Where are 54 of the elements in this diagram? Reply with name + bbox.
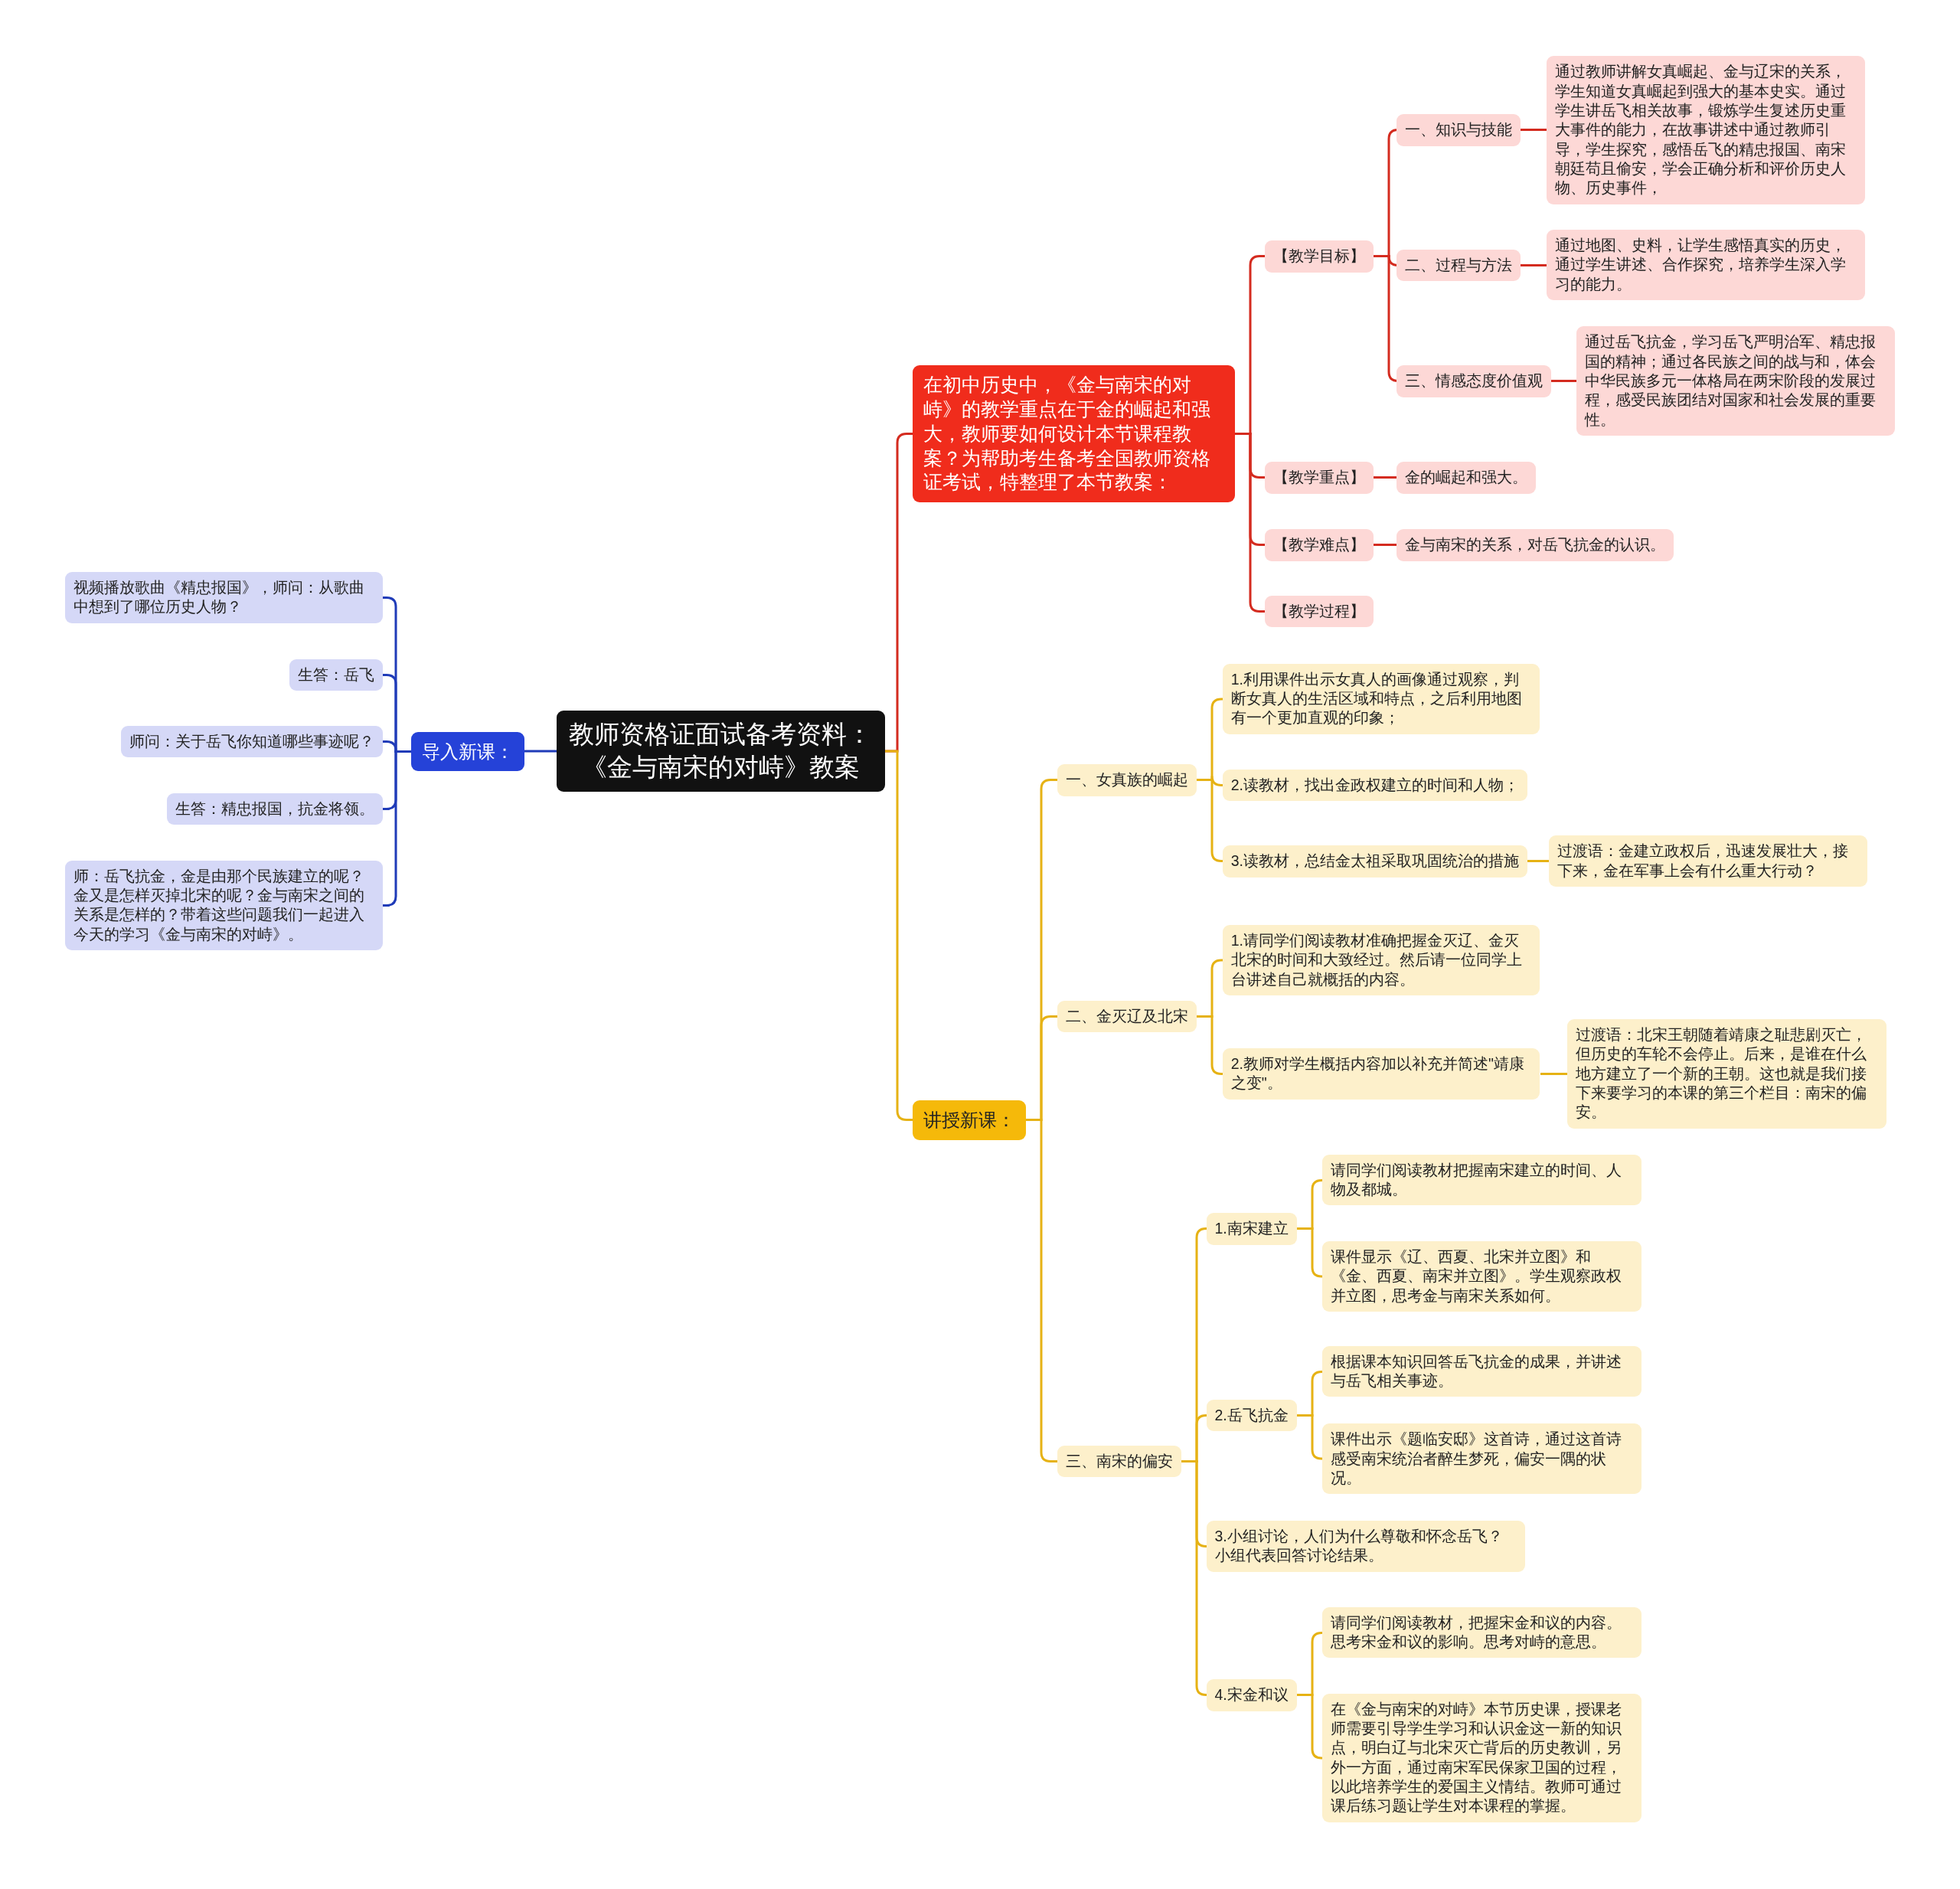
connector-line (1026, 1119, 1057, 1463)
topic-label: 2.教师对学生概括内容加以补充并简述"靖康之变"。 (1222, 1047, 1540, 1100)
branch-box: 讲授新课： (912, 1100, 1026, 1140)
topic-label: 通过岳飞抗金，学习岳飞严明治军、精忠报国的精神；通过各民族之间的战与和，体会中华民族多元一体格局在两宋阶段的发展过程，感受民族团结对国家和社会发展的重要性。 (1576, 326, 1896, 436)
topic-label: 课件显示《辽、西夏、北宋并立图》和《金、西夏、南宋并立图》。学生观察政权并立图，思考金与南宋关系如何。 (1322, 1240, 1642, 1312)
connector-line (1297, 1414, 1323, 1460)
topic-label: 金与南宋的关系，对岳飞抗金的认识。 (1396, 529, 1674, 561)
branch-box: 在初中历史中，《金与南宋的对峙》的教学重点在于金的崛起和强大，教师要如何设计本节课程教案？为帮助考生备考全国教师资格证考试，特整理了本节教案： (912, 365, 1236, 503)
connector-line (1527, 860, 1549, 862)
topic-box: 教师资格证面试备考资料：《金与南宋的对峙》教案 (556, 711, 885, 792)
topic-label: 在《金与南宋的对峙》本节历史课，授课老师需要引导学生学习和认识金这一新的知识点，明白辽与北宋灭亡背后的历史教训，另外一方面，通过南宋军民保家卫国的过程，以此培养学生的爱国主义情结。教师可通过课后练习题让学生对本课程的掌握。 (1322, 1693, 1642, 1822)
topic-label: 一、知识与技能 (1396, 114, 1521, 146)
connector-line (1540, 1073, 1567, 1075)
topic-label: 【教学重点】 (1265, 462, 1374, 494)
topic-label: 生答：岳飞 (289, 659, 383, 691)
topic-label: 师问：关于岳飞你知道哪些事迹呢？ (120, 725, 383, 757)
topic-label: 生答：精忠报国，抗金将领。 (166, 793, 383, 825)
topic-label: 通过教师讲解女真崛起、金与辽宋的关系，学生知道女真崛起到强大的基本史实。通过学生讲岳飞相关故事，锻炼学生复述历史重大事件的能力，在故事讲述中通过教师引导，学生探究，感悟岳飞的精忠报国、南宋朝廷苟且偷安，学会正确分析和评价历史人物、历史事件， (1546, 56, 1865, 204)
connector-line (1521, 264, 1547, 266)
connector-line (1521, 129, 1547, 131)
connector-line (885, 750, 913, 1121)
topic-label: 2.岳飞抗金 (1206, 1399, 1297, 1431)
topic-label: 视频播放歌曲《精忠报国》，师问：从歌曲中想到了哪位历史人物？ (64, 571, 383, 623)
topic-label: 三、情感态度价值观 (1396, 365, 1551, 397)
topic-label: 通过地图、史料，让学生感悟真实的历史，通过学生讲述、合作探究，培养学生深入学习的能力。 (1546, 230, 1865, 301)
connector-line (1374, 476, 1396, 479)
topic-label: 3.读教材，总结金太祖采取巩固统治的措施 (1222, 845, 1527, 878)
topic-label: 请同学们阅读教材，把握宋金和议的内容。思考宋金和议的影响。思考对峙的意思。 (1322, 1606, 1642, 1659)
branch-box: 导入新课： (411, 731, 525, 771)
topic-label: 一、女真族的崛起 (1057, 764, 1197, 796)
topic-label: 1.南宋建立 (1206, 1213, 1297, 1245)
connector-line (524, 750, 557, 753)
topic-label: 【教学目标】 (1265, 240, 1374, 273)
topic-label: 金的崛起和强大。 (1396, 462, 1536, 494)
topic-label: 4.宋金和议 (1206, 1679, 1297, 1711)
topic-label: 根据课本知识回答岳飞抗金的成果，并讲述与岳飞相关事迹。 (1322, 1345, 1642, 1397)
topic-label: 1.请同学们阅读教材准确把握金灭辽、金灭北宋的时间和大致经过。然后请一位同学上台讲述自己就概括的内容。 (1222, 924, 1540, 995)
topic-label: 请同学们阅读教材把握南宋建立的时间、人物及都城。 (1322, 1154, 1642, 1206)
topic-label: 【教学难点】 (1265, 529, 1374, 561)
topic-label: 2.读教材，找出金政权建立的时间和人物； (1222, 769, 1527, 802)
connector-line (1374, 544, 1396, 546)
topic-label: 1.利用课件出示女真人的画像通过观察，判断女真人的生活区域和特点，之后利用地图有一个更加直观的印象； (1222, 663, 1540, 734)
topic-label: 三、南宋的偏安 (1057, 1446, 1182, 1478)
connector-line (1297, 1227, 1323, 1278)
connector-line (1551, 380, 1576, 382)
topic-label: 【教学过程】 (1265, 595, 1374, 628)
topic-label: 过渡语：北宋王朝随着靖康之耻悲剧灭亡，但历史的车轮不会停止。后来，是谁在什么地方建立了一个新的王朝。这也就是我们接下来要学习的本课的第三个栏目：南宋的偏安。 (1567, 1018, 1886, 1129)
topic-label: 二、过程与方法 (1396, 249, 1521, 281)
topic-label: 二、金灭辽及北宋 (1057, 1000, 1197, 1033)
connector-line (1297, 1694, 1323, 1760)
topic-label: 过渡语：金建立政权后，迅速发展壮大，接下来，金在军事上会有什么重大行动？ (1548, 835, 1868, 887)
topic-label: 师：岳飞抗金，金是由那个民族建立的呢？金又是怎样灭掉北宋的呢？金与南宋之间的关系是怎样的？带着这些问题我们一起进入今天的学习《金与南宋的对峙》。 (64, 860, 383, 950)
topic-label: 课件出示《题临安邸》这首诗，通过这首诗感受南宋统治者醉生梦死，偏安一隅的状况。 (1322, 1423, 1642, 1495)
topic-label: 3.小组讨论，人们为什么尊敬和怀念岳飞？小组代表回答讨论结果。 (1206, 1521, 1525, 1572)
